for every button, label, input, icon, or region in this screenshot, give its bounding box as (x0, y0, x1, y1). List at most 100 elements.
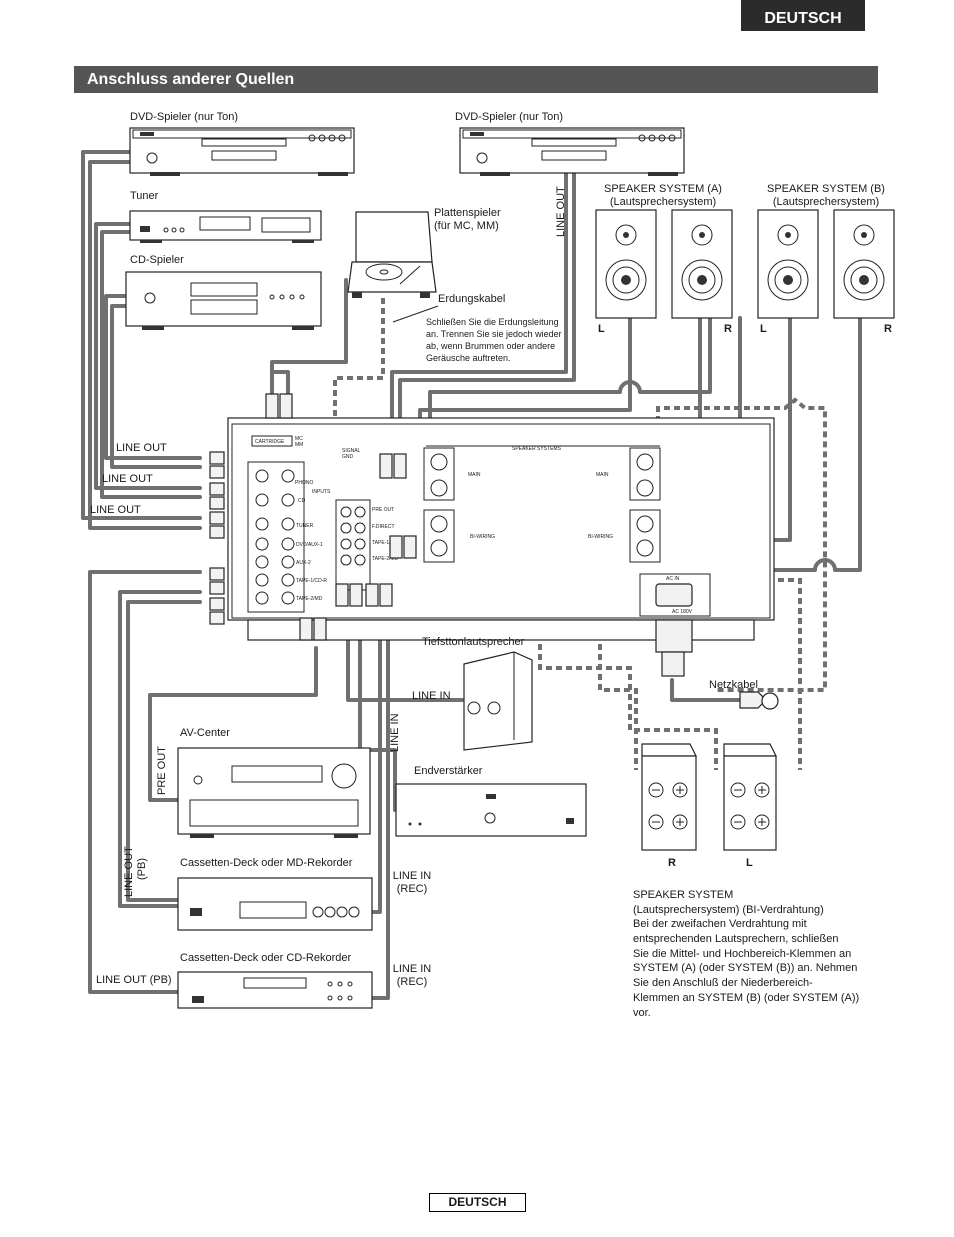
input-label-dvd-aux1: DVD/AUX-1 (296, 542, 323, 548)
label-cassette-md: Cassetten-Deck oder MD-Rekorder (180, 857, 353, 869)
cable-cassette-md-out (118, 590, 202, 908)
label-line-out-cd: LINE OUT (116, 442, 167, 454)
dvd-player-left (129, 127, 355, 176)
biwiring-note-line-3: Bei der zweifachen Verdrahtung mit (633, 918, 807, 930)
label-biwire-r: R (668, 857, 676, 869)
cable-subwoofer (346, 638, 464, 702)
label-line-in-rec-md-2: (REC) (397, 883, 428, 895)
cable-cassette-md-in (370, 618, 382, 914)
receiver-rear-panel: PHONO CD TUNER DVD/AUX-1 AUX-2 TAPE-1/CD… (227, 417, 775, 641)
output-label-tape2: TAPE-2/MD (372, 556, 399, 562)
biwiring-terminal-l (723, 743, 777, 851)
biwiring-label-left: BI-WIRING (470, 534, 495, 540)
label-speaker-b-l: L (760, 323, 767, 335)
cable-dvd-right-2 (390, 170, 568, 432)
footer-language-label: DEUTSCH (429, 1193, 526, 1212)
input-label-tuner: TUNER (296, 523, 314, 529)
label-dvd-right: DVD-Spieler (nur Ton) (455, 111, 563, 123)
cable-power-amp (358, 638, 397, 812)
signal-gnd-2: GND (342, 454, 354, 460)
label-line-in-rec-cd-2: (REC) (397, 976, 428, 988)
cd-player-device (125, 271, 322, 330)
speaker-b-right (833, 209, 895, 319)
cable-cd-2 (110, 304, 202, 469)
biwiring-note-line-8: Klemmen an SYSTEM (B) (oder SYSTEM (A)) (633, 992, 859, 1004)
av-center-device (177, 747, 371, 838)
main-label-left: MAIN (468, 472, 481, 478)
power-plug (655, 619, 779, 710)
biwiring-note-line-4: entsprechenden Lautsprechern, schließen (633, 933, 838, 945)
cable-cassette-cd-in (370, 618, 390, 1000)
ground-pointer (392, 305, 439, 323)
label-biwire-l: L (746, 857, 753, 869)
cable-dvd-left (81, 150, 202, 520)
label-line-out-pb: LINE OUT (PB) (96, 974, 172, 986)
label-av-center: AV-Center (180, 727, 230, 739)
cassette-cd-device (177, 971, 373, 1009)
cable-cassette-cd-out (88, 570, 202, 994)
rca-plugs (209, 393, 417, 641)
main-label-right: MAIN (596, 472, 609, 478)
biwiring-note-line-7: Sie den Anschluß der Niederbereich- (633, 977, 813, 989)
label-speaker-a-r: R (724, 323, 732, 335)
cartridge-mm: MM (295, 442, 303, 448)
label-speaker-a-1: SPEAKER SYSTEM (A) (604, 183, 722, 195)
input-label-tape2: TAPE-2/MD (296, 596, 323, 602)
section-title: Anschluss anderer Quellen (74, 66, 878, 93)
speaker-a-left (595, 209, 657, 319)
label-turntable-1: Plattenspieler (434, 207, 501, 219)
label-dvd-left: DVD-Spieler (nur Ton) (130, 111, 238, 123)
biwiring-label-right: BI-WIRING (588, 534, 613, 540)
ac-in-label: AC IN (666, 576, 680, 582)
cable-dvd-left-2 (88, 160, 202, 530)
ground-note-2: an. Trennen Sie sie jedoch wieder (426, 329, 562, 339)
label-power-cable: Netzkabel (709, 679, 758, 691)
cable-power (670, 678, 742, 702)
label-cassette-cd: Cassetten-Deck oder CD-Rekorder (180, 952, 352, 964)
cable-ground (333, 298, 385, 440)
biwiring-note-line-2: (Lautsprechersystem) (BI-Verdrahtung) (633, 904, 824, 916)
ground-note-1: Schließen Sie die Erdungsleitung (426, 317, 559, 327)
voltage-label: AC 180V (672, 609, 693, 615)
label-tuner: Tuner (130, 190, 159, 202)
input-label-tape1: TAPE-1/CD-R (296, 578, 327, 584)
cable-cassette-md-out-2 (126, 600, 202, 902)
cassette-md-device (177, 877, 373, 931)
tuner-device (129, 210, 322, 243)
label-speaker-b-r: R (884, 323, 892, 335)
ground-note-4: Geräusche auftreten. (426, 353, 511, 363)
label-cd: CD-Spieler (130, 254, 184, 266)
speaker-a-right (671, 209, 733, 319)
label-power-amp: Endverstärker (414, 765, 483, 777)
output-label-fdirect: F.DIRECT (372, 524, 395, 530)
biwire-cable-l (656, 397, 827, 692)
label-speaker-b-1: SPEAKER SYSTEM (B) (767, 183, 885, 195)
output-label-preout: PRE OUT (372, 507, 394, 513)
signal-gnd-1: SIGNAL (342, 448, 361, 454)
cable-av-center (148, 646, 318, 802)
label-line-out-pb-v-2: (PB) (136, 858, 148, 880)
cartridge-mc: MC (295, 436, 303, 442)
subwoofer-device (463, 651, 533, 751)
input-label-cd: CD (298, 498, 306, 504)
label-subwoofer: Tiefsttonlautsprecher (422, 636, 525, 648)
label-line-out-dvd-right: LINE OUT (555, 186, 567, 237)
biwiring-note-line-5: Sie die Mittel- und Hochbereich-Klemmen … (633, 948, 851, 960)
label-speaker-b-2: (Lautsprechersystem) (773, 196, 879, 208)
output-label-tape1: TAPE-1/CD-R (372, 540, 403, 546)
label-line-in-rec-md-1: LINE IN (393, 870, 432, 882)
biwiring-terminal-r (641, 743, 697, 851)
turntable-device (347, 211, 437, 298)
cartridge-label: CARTRIDGE (255, 439, 285, 445)
language-tab: DEUTSCH (741, 0, 865, 31)
label-turntable-2: (für MC, MM) (434, 220, 499, 232)
input-jacks (255, 469, 295, 605)
label-line-in-amp: LINE IN (389, 713, 401, 752)
ground-note-3: ab, wenn Brummen oder andere (426, 341, 555, 351)
input-label-aux2: AUX-2 (296, 560, 311, 566)
label-ground: Erdungskabel (438, 293, 505, 305)
input-label-phono: PHONO (295, 480, 313, 486)
biwiring-note-line-9: vor. (633, 1007, 651, 1019)
cable-spk-a-r (428, 316, 712, 447)
